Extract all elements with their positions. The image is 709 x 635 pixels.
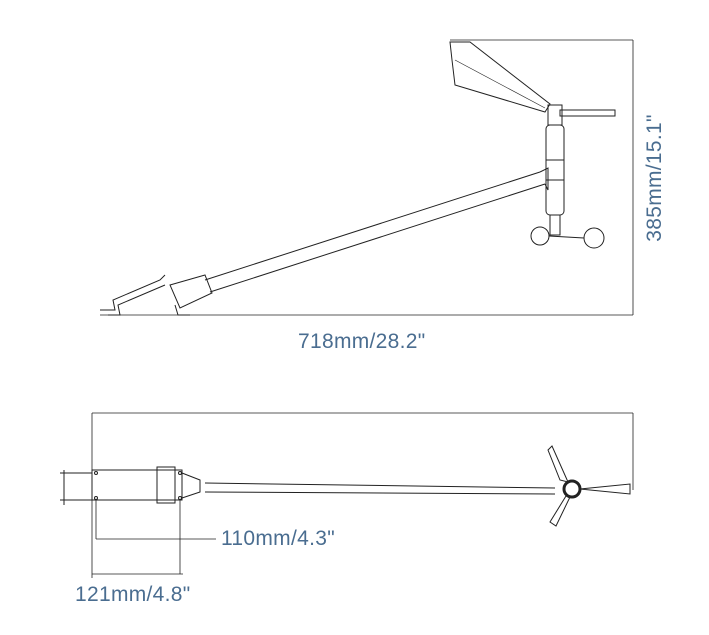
mount-body: [91, 469, 183, 501]
rotor-blade-bottom: [549, 495, 571, 527]
boom-arm: [204, 171, 546, 293]
anemometer-rotor-hub: [562, 479, 582, 499]
mounting-bracket: [100, 274, 166, 316]
rotor-blade-top: [547, 445, 569, 483]
hole-spacing-dimension-label: 110mm/4.3": [221, 527, 335, 550]
length-dimension-label: 718mm/28.2": [298, 330, 426, 353]
cup-hub: [549, 214, 561, 236]
bracket-end: [60, 470, 92, 505]
wind-vane-tail: [449, 41, 551, 113]
mount-width-dimension-label: 121mm/4.8": [75, 583, 191, 606]
sensor-mast: [545, 124, 565, 216]
boom-mount-housing: [169, 274, 213, 309]
top-view-boom: [204, 482, 556, 495]
height-dimension-label: 385mm/15.1": [643, 114, 666, 242]
side-view: [100, 39, 634, 316]
anemometer-cup-right: [583, 227, 605, 249]
top-view: [60, 412, 634, 578]
vane-counterweight: [559, 109, 616, 117]
anemometer-cup-left: [530, 226, 550, 246]
connector-ring: [156, 466, 176, 504]
rotor-blade-right: [579, 483, 631, 495]
